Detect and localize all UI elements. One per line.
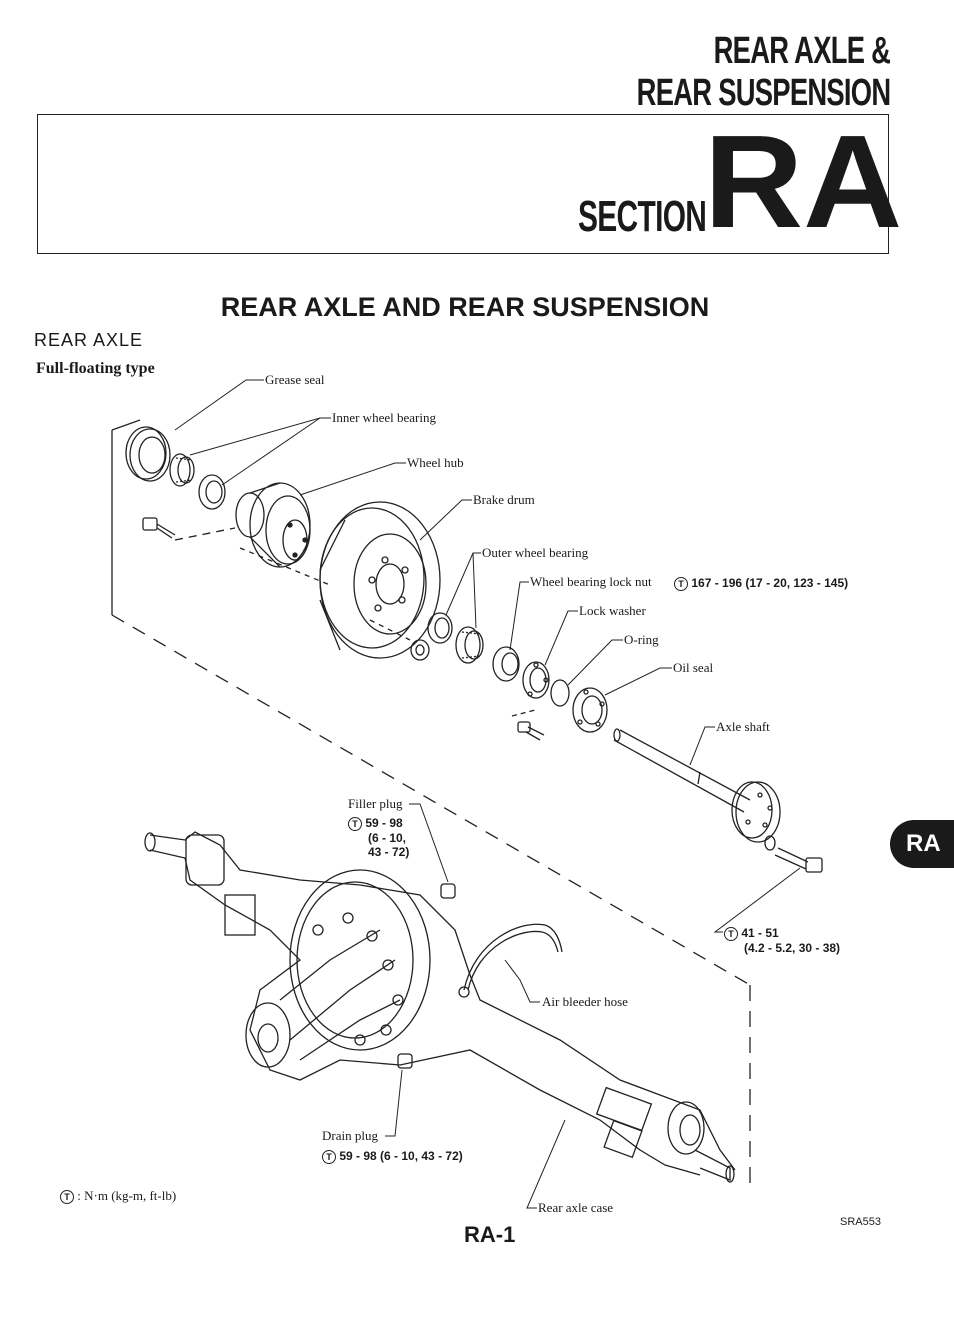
torque-legend: T : N·m (kg-m, ft-lb) [60,1188,177,1205]
label-outer-wheel-bearing: Outer wheel bearing [482,545,589,560]
torque-bolt-line1: 41 - 51 [741,926,779,940]
label-axle-shaft: Axle shaft [716,719,770,734]
figure-code: SRA553 [840,1216,881,1228]
inner-bearing-race-part [198,474,226,510]
label-air-bleeder-hose: Air bleeder hose [542,994,628,1009]
wheel-hub-part [235,482,331,586]
label-drain-plug: Drain plug [322,1128,378,1143]
torque-bolt-line2: (4.2 - 5.2, 30 - 38) [744,941,841,955]
torque-filler-plug: T 59 - 98 [348,816,403,831]
label-grease-seal: Grease seal [265,372,325,387]
label-lock-washer: Lock washer [579,603,646,618]
label-brake-drum: Brake drum [473,492,535,507]
seal-bolt-part [511,709,545,741]
outer-bearing-cone-part [455,626,484,664]
torque-drain-value: 59 - 98 (6 - 10, 43 - 72) [339,1149,463,1163]
filler-plug-part [440,883,456,899]
label-o-ring: O-ring [624,632,659,647]
header-title-line2: REAR SUSPENSION [636,72,890,114]
label-wheel-bearing-lock-nut: Wheel bearing lock nut [530,574,652,589]
label-oil-seal: Oil seal [673,660,714,675]
subsubheading: Full-floating type [36,360,155,377]
section-box [37,114,889,254]
wheel-nut-part [410,639,430,661]
torque-symbol-icon: T [60,1190,74,1205]
torque-filler-line2: (6 - 10, [368,831,407,845]
lock-nut-part [492,646,520,682]
label-wheel-hub: Wheel hub [407,455,464,470]
header-title-line1: REAR AXLE & [713,30,890,72]
torque-symbol-icon: T [348,816,362,831]
section-word: SECTION [578,192,707,241]
inner-bearing-cone-part [169,453,195,487]
leader-lines [174,379,801,1209]
axle-shaft-part [613,728,781,843]
torque-drain-plug: T 59 - 98 (6 - 10, 43 - 72) [322,1149,463,1164]
air-bleeder-hose-part [458,923,563,998]
lock-washer-part [522,661,550,699]
outer-bearing-race-part [427,612,453,644]
page-number: RA-1 [464,1222,516,1247]
torque-symbol-icon: T [724,926,738,941]
axle-case-part [144,831,736,1183]
drain-plug-part [397,1053,413,1069]
hub-bolt-part [142,517,236,541]
torque-lock-nut-value: 167 - 196 (17 - 20, 123 - 145) [691,576,849,590]
grease-seal-part [125,426,171,482]
frame-lines [111,419,751,1185]
o-ring-part [550,679,570,707]
torque-filler-line3: 43 - 72) [368,845,410,859]
torque-shaft-bolt: T 41 - 51 [724,926,779,941]
shaft-bolt-part [764,835,823,873]
oil-seal-part [572,687,608,733]
torque-symbol-icon: T [322,1149,336,1164]
label-filler-plug: Filler plug [348,796,403,811]
torque-symbol-icon: T [674,576,688,591]
torque-lock-nut: T 167 - 196 (17 - 20, 123 - 145) [674,576,848,591]
section-code: RA [704,108,903,255]
label-rear-axle-case: Rear axle case [538,1200,614,1215]
torque-filler-line1: 59 - 98 [365,816,403,830]
subheading: REAR AXLE [34,330,144,350]
brake-drum-part [319,501,441,659]
page-title: REAR AXLE AND REAR SUSPENSION [220,292,710,322]
label-inner-wheel-bearing: Inner wheel bearing [332,410,436,425]
section-side-tab: RA [890,820,954,868]
torque-legend-text: : N·m (kg-m, ft-lb) [77,1188,177,1203]
